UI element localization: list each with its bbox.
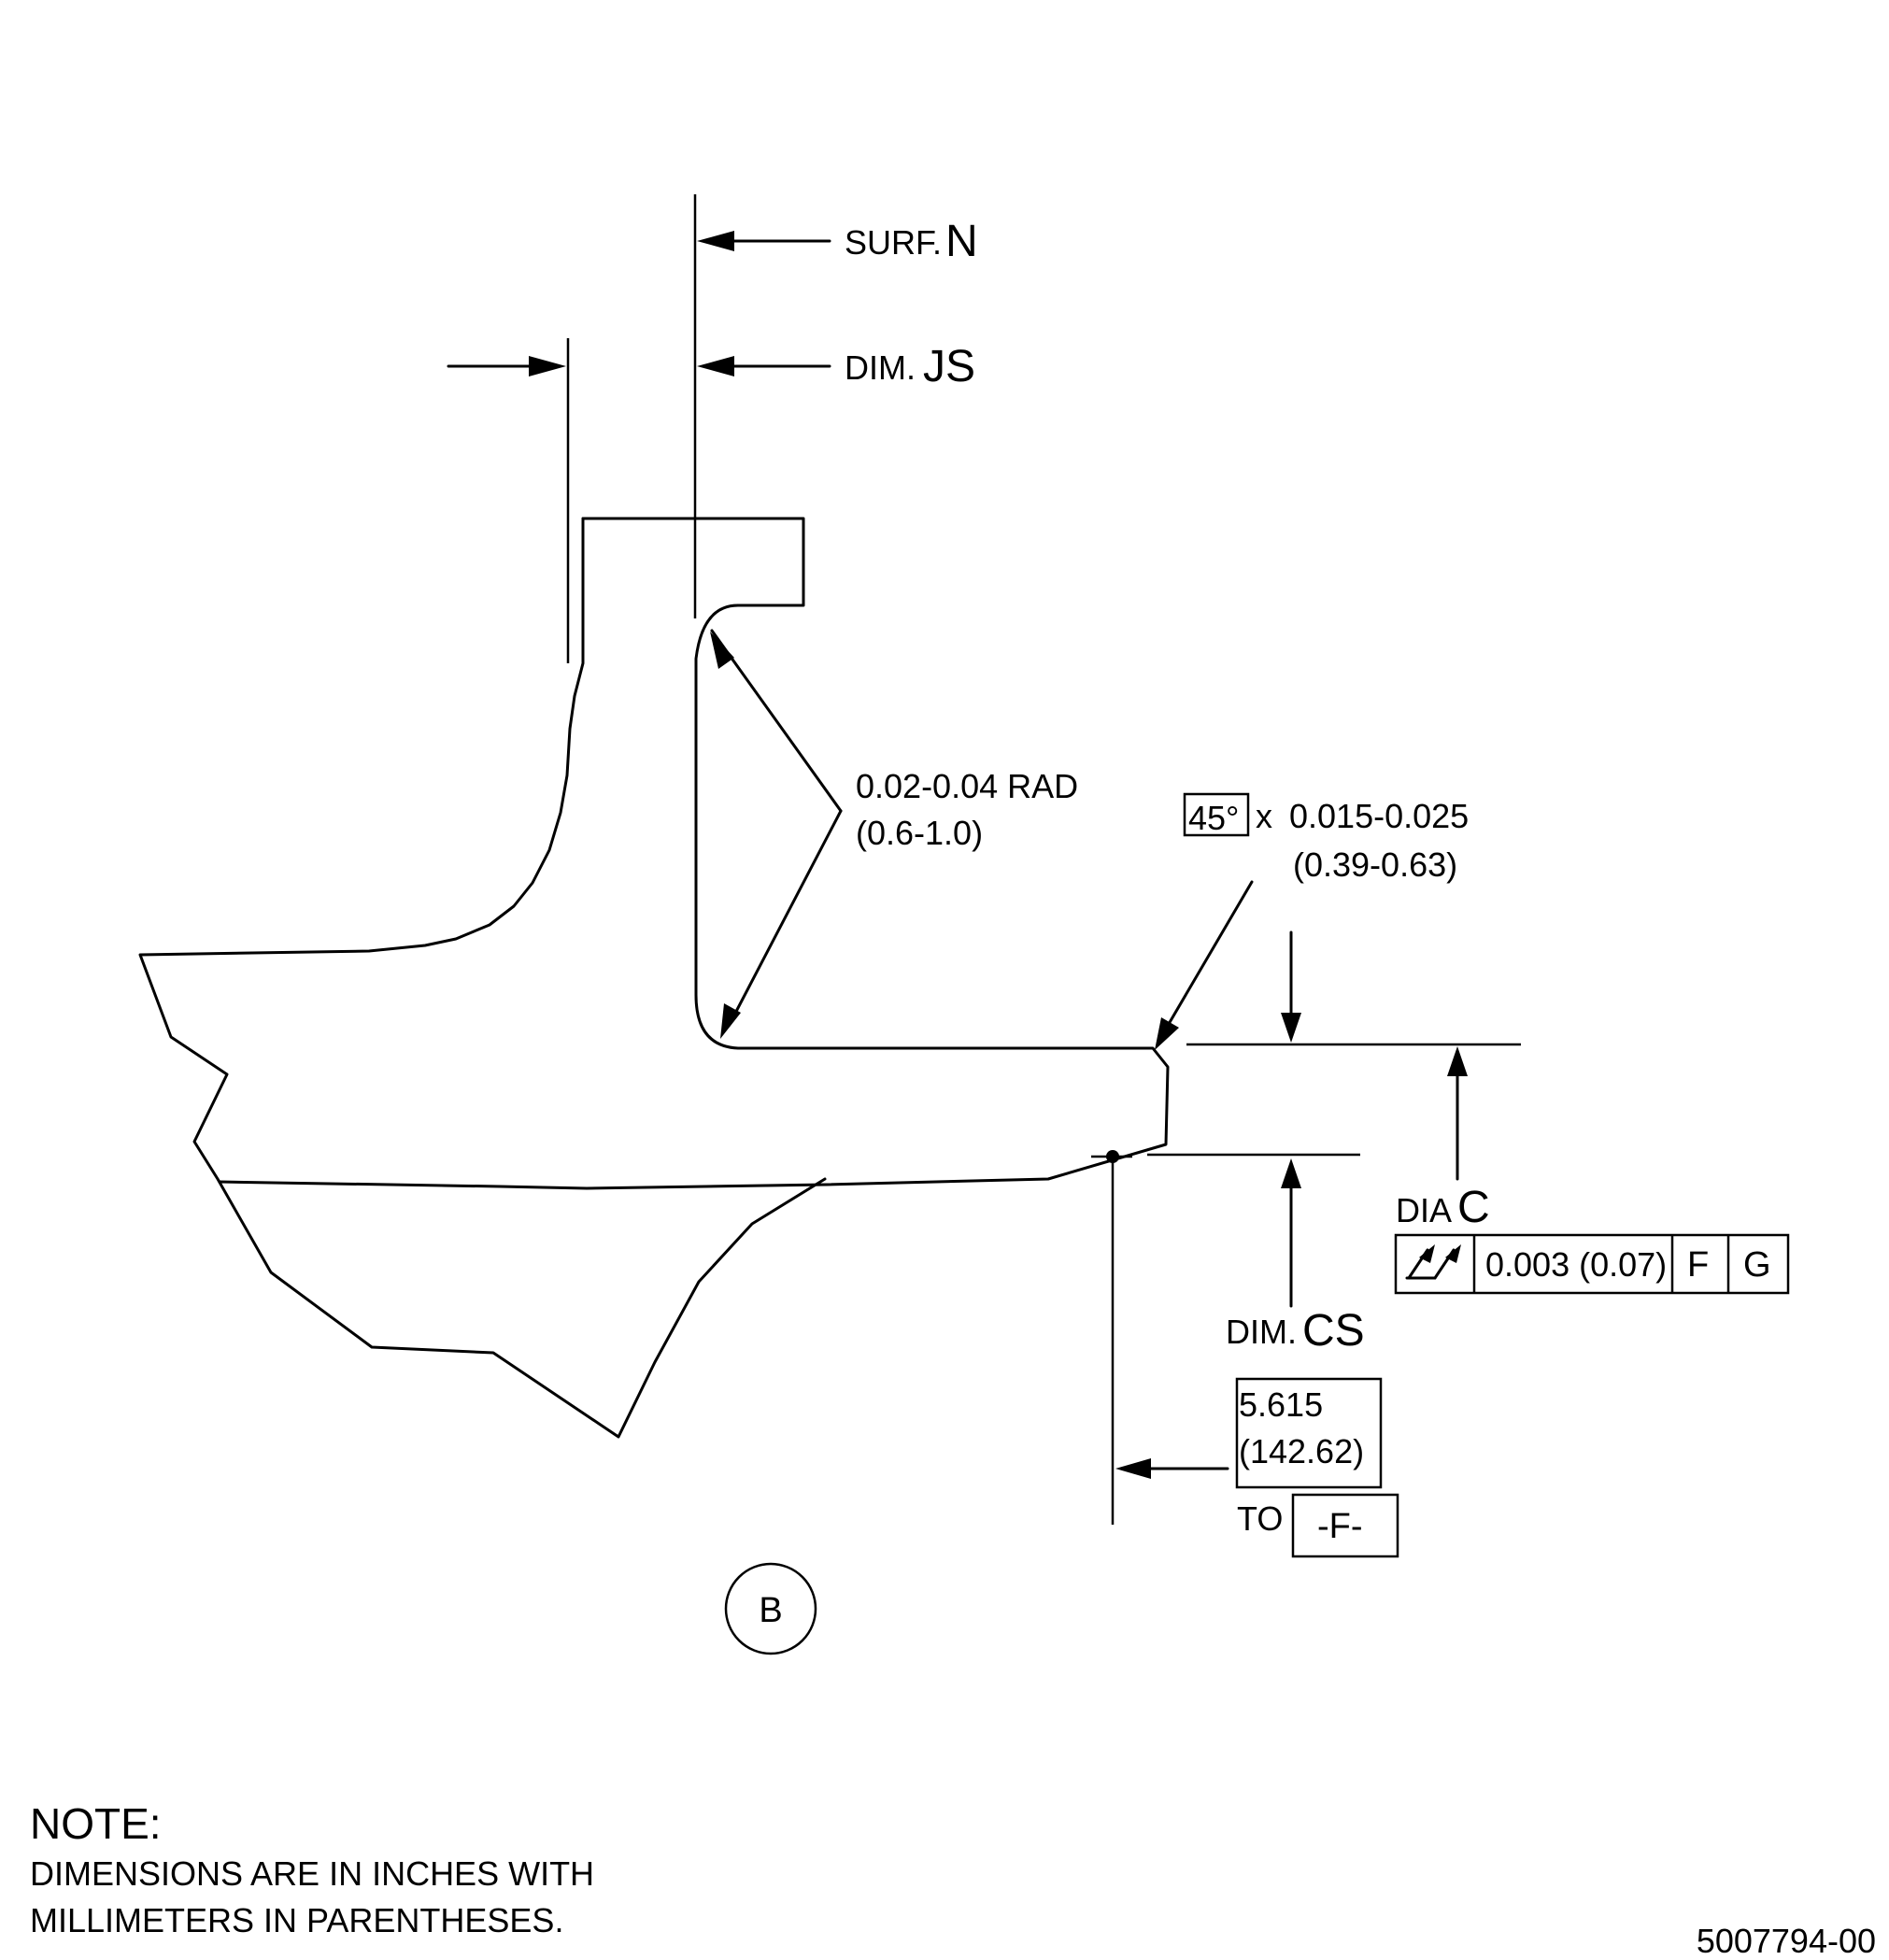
chamfer-times: x bbox=[1256, 797, 1272, 835]
feature-control-frame: 0.003 (0.07) F G bbox=[1394, 1233, 1790, 1295]
dia-c-prefix: DIA bbox=[1396, 1191, 1452, 1229]
part-inner-wall bbox=[218, 604, 1170, 1190]
drawing-number: 5007794-00 bbox=[1697, 1922, 1876, 1960]
basic-dimension-line2: (142.62) bbox=[1239, 1432, 1364, 1470]
datum-f-label: -F- bbox=[1317, 1507, 1363, 1546]
arrow-dim-js-right bbox=[697, 356, 831, 376]
note-line2: MILLIMETERS IN PARENTHESES. bbox=[30, 1901, 563, 1939]
radius-leader bbox=[710, 629, 843, 1039]
chamfer-angle-box bbox=[1183, 792, 1250, 837]
view-label: B bbox=[759, 1591, 782, 1630]
chamfer-line1: 0.015-0.025 bbox=[1289, 797, 1469, 835]
basic-dimension-line1: 5.615 bbox=[1239, 1385, 1323, 1424]
dim-js-prefix: DIM. bbox=[845, 348, 916, 387]
part-top-stub bbox=[581, 517, 805, 607]
basic-dimension-to: TO bbox=[1237, 1499, 1283, 1538]
chamfer-line2: (0.39-0.63) bbox=[1293, 845, 1457, 884]
arrow-surf-n bbox=[697, 231, 831, 251]
dia-c-letter: C bbox=[1457, 1183, 1490, 1232]
arrow-dia-c-up bbox=[1447, 1046, 1468, 1181]
arrow-dim-cs-up bbox=[1281, 1158, 1301, 1308]
arrow-basic-dim-f bbox=[1115, 1458, 1229, 1479]
chamfer-angle: 45° bbox=[1188, 799, 1239, 837]
fcf-datum-1: F bbox=[1687, 1245, 1709, 1285]
measurement-point-dot bbox=[1106, 1150, 1119, 1163]
note-title: NOTE: bbox=[30, 1799, 162, 1848]
dim-cs-prefix: DIM. bbox=[1226, 1313, 1297, 1351]
datum-f-box bbox=[1291, 1493, 1399, 1558]
part-outline bbox=[138, 517, 1170, 1439]
radius-line1: 0.02-0.04 RAD bbox=[856, 767, 1078, 805]
surf-n-prefix: SURF. bbox=[845, 223, 942, 262]
chamfer-leader bbox=[1155, 880, 1254, 1050]
part-left-profile bbox=[138, 517, 827, 1439]
arrow-dim-js-left bbox=[447, 356, 566, 376]
surf-n-letter: N bbox=[945, 217, 978, 266]
view-label-circle bbox=[724, 1562, 817, 1655]
radius-line2: (0.6-1.0) bbox=[856, 814, 983, 852]
dim-js-letter: JS bbox=[923, 342, 975, 391]
basic-dimension-box bbox=[1235, 1377, 1383, 1489]
note-line1: DIMENSIONS ARE IN INCHES WITH bbox=[30, 1854, 594, 1893]
fcf-datum-2: G bbox=[1743, 1245, 1771, 1285]
arrow-dia-c-top-down bbox=[1281, 930, 1301, 1043]
dim-cs-letter: CS bbox=[1302, 1306, 1365, 1356]
total-runout-icon bbox=[1405, 1244, 1461, 1280]
fcf-tolerance: 0.003 (0.07) bbox=[1485, 1245, 1667, 1284]
